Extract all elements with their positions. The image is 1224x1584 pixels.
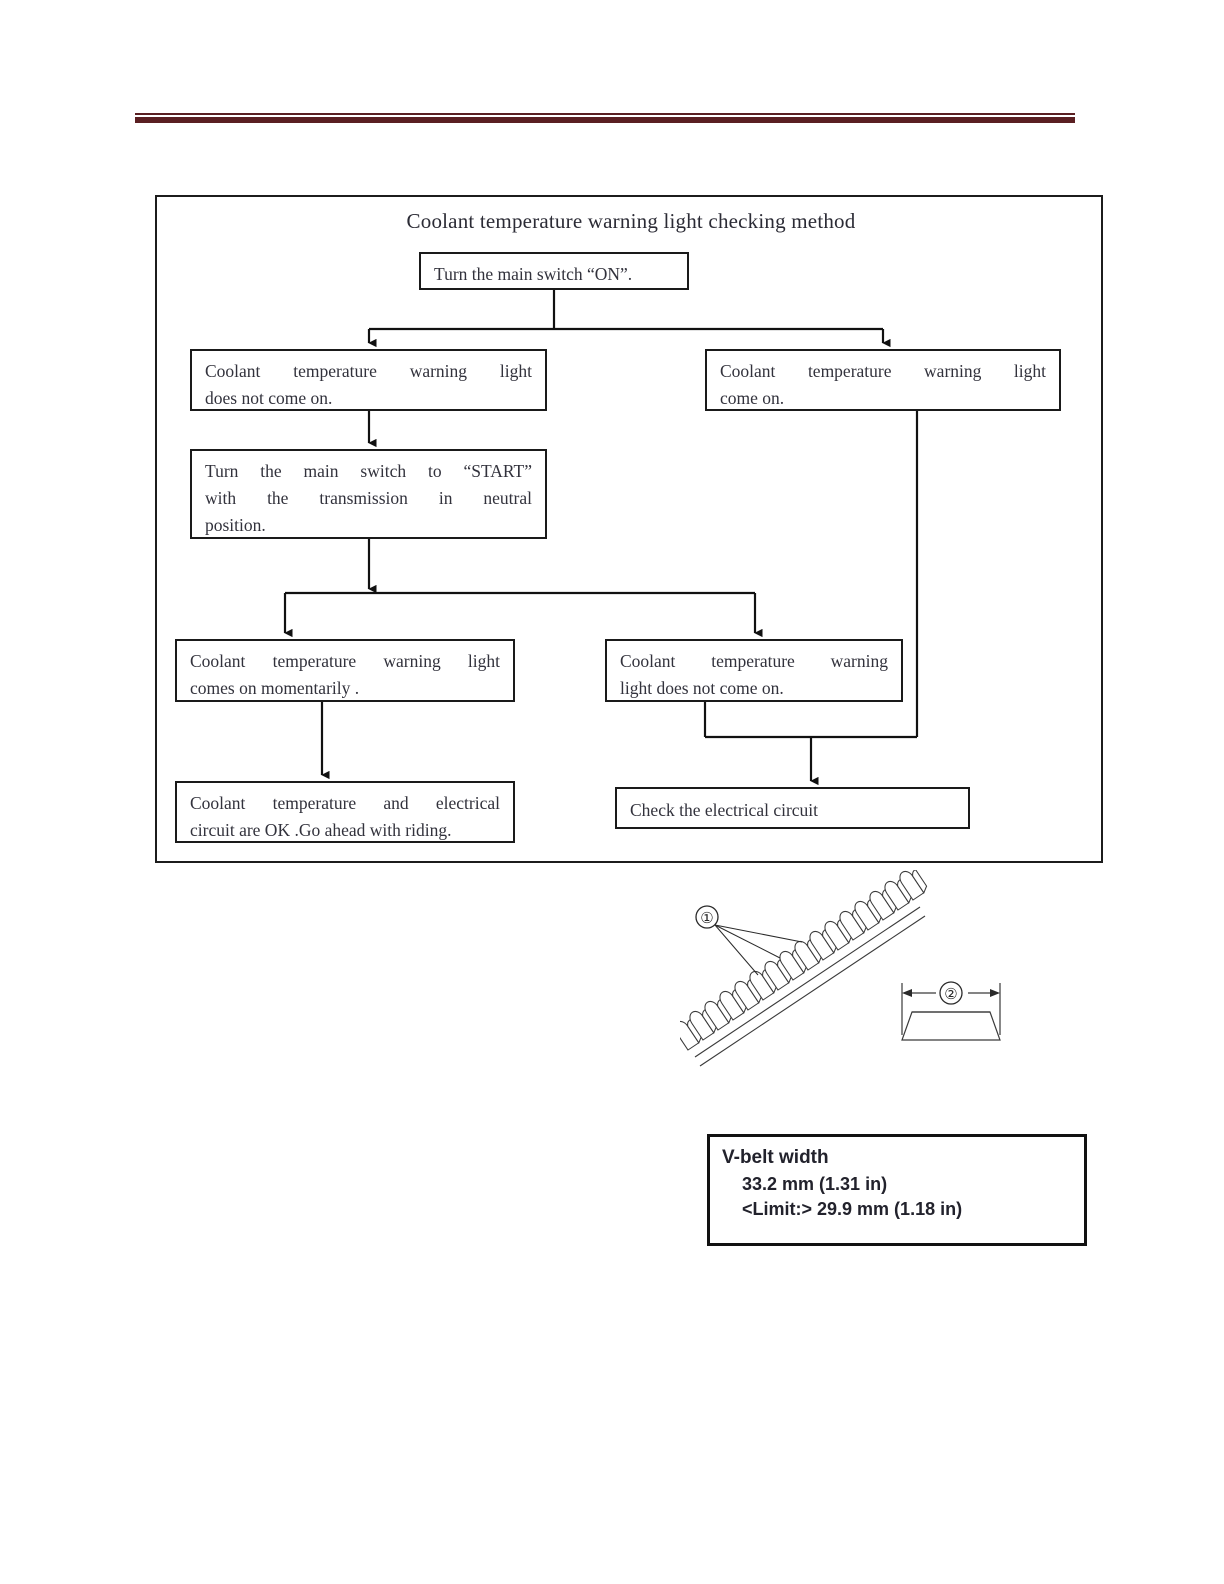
spec-limit-value: <Limit:> 29.9 mm (1.18 in)	[742, 1199, 963, 1219]
flow-box-text: Turn the main switch “ON”.	[434, 264, 633, 284]
flow-box-text-line1: Coolant temperature warning light	[205, 361, 532, 381]
flow-box-turn-main-switch-on: Turn the main switch “ON”.	[419, 252, 689, 290]
belt-callout-2: ②	[939, 981, 963, 1005]
flow-box-text-line2: with the transmission in neutral	[205, 488, 532, 509]
flow-box-coolant-and-circuit-ok: Coolant temperature and electrical circu…	[175, 781, 515, 843]
flow-box-text-line2: comes on momentarily .	[190, 678, 360, 699]
belt-callout-1-label: ①	[700, 911, 713, 927]
flowchart-frame: Coolant temperature warning light checki…	[155, 195, 1103, 863]
header-rule-thick-line	[135, 117, 1075, 123]
flow-box-text-line1: Coolant temperature and electrical	[190, 793, 500, 813]
flow-box-check-electrical-circuit: Check the electrical circuit	[615, 787, 970, 829]
v-belt-illustration: ① ②	[680, 870, 1001, 1067]
belt-callout-1: ①	[695, 905, 719, 929]
flow-box-text-line2: circuit are OK .Go ahead with riding.	[190, 820, 452, 841]
flow-box-warning-light-come-on: Coolant temperature warning light come o…	[705, 349, 1061, 411]
flow-box-text-line2: come on.	[720, 388, 785, 409]
v-belt-spec-box: V-belt width 33.2 mm (1.31 in) <Limit:> …	[707, 1134, 1087, 1246]
flow-box-text-line1: Turn the main switch to “START”	[205, 461, 532, 481]
flow-box-text-line1: Coolant temperature warning	[620, 651, 888, 671]
flow-box-light-comes-on-momentarily: Coolant temperature warning light comes …	[175, 639, 515, 702]
flow-box-text: Check the electrical circuit	[630, 800, 819, 820]
header-rule-thin-line	[135, 113, 1075, 115]
belt-callout-2-label: ②	[944, 987, 957, 1003]
header-rule-gap	[135, 115, 1075, 117]
flow-box-light-does-not-come-on-second: Coolant temperature warning light does n…	[605, 639, 903, 702]
spec-standard-value: 33.2 mm (1.31 in)	[742, 1174, 888, 1194]
flow-box-warning-light-does-not-come-on: Coolant temperature warning light does n…	[190, 349, 547, 411]
flow-box-text-line3: position.	[205, 515, 266, 536]
belt-cross-section	[901, 983, 1001, 1041]
page-header-rule	[135, 113, 1075, 124]
flow-box-text-line1: Coolant temperature warning light	[720, 361, 1046, 381]
flowchart-title: Coolant temperature warning light checki…	[406, 209, 856, 233]
spec-title: V-belt width	[722, 1147, 829, 1168]
flow-box-text-line1: Coolant temperature warning light	[190, 651, 500, 671]
flow-box-text-line2: light does not come on.	[620, 678, 784, 699]
flow-box-text-line2: does not come on.	[205, 388, 333, 409]
flow-box-turn-main-switch-to-start: Turn the main switch to “START” with the…	[190, 449, 547, 539]
